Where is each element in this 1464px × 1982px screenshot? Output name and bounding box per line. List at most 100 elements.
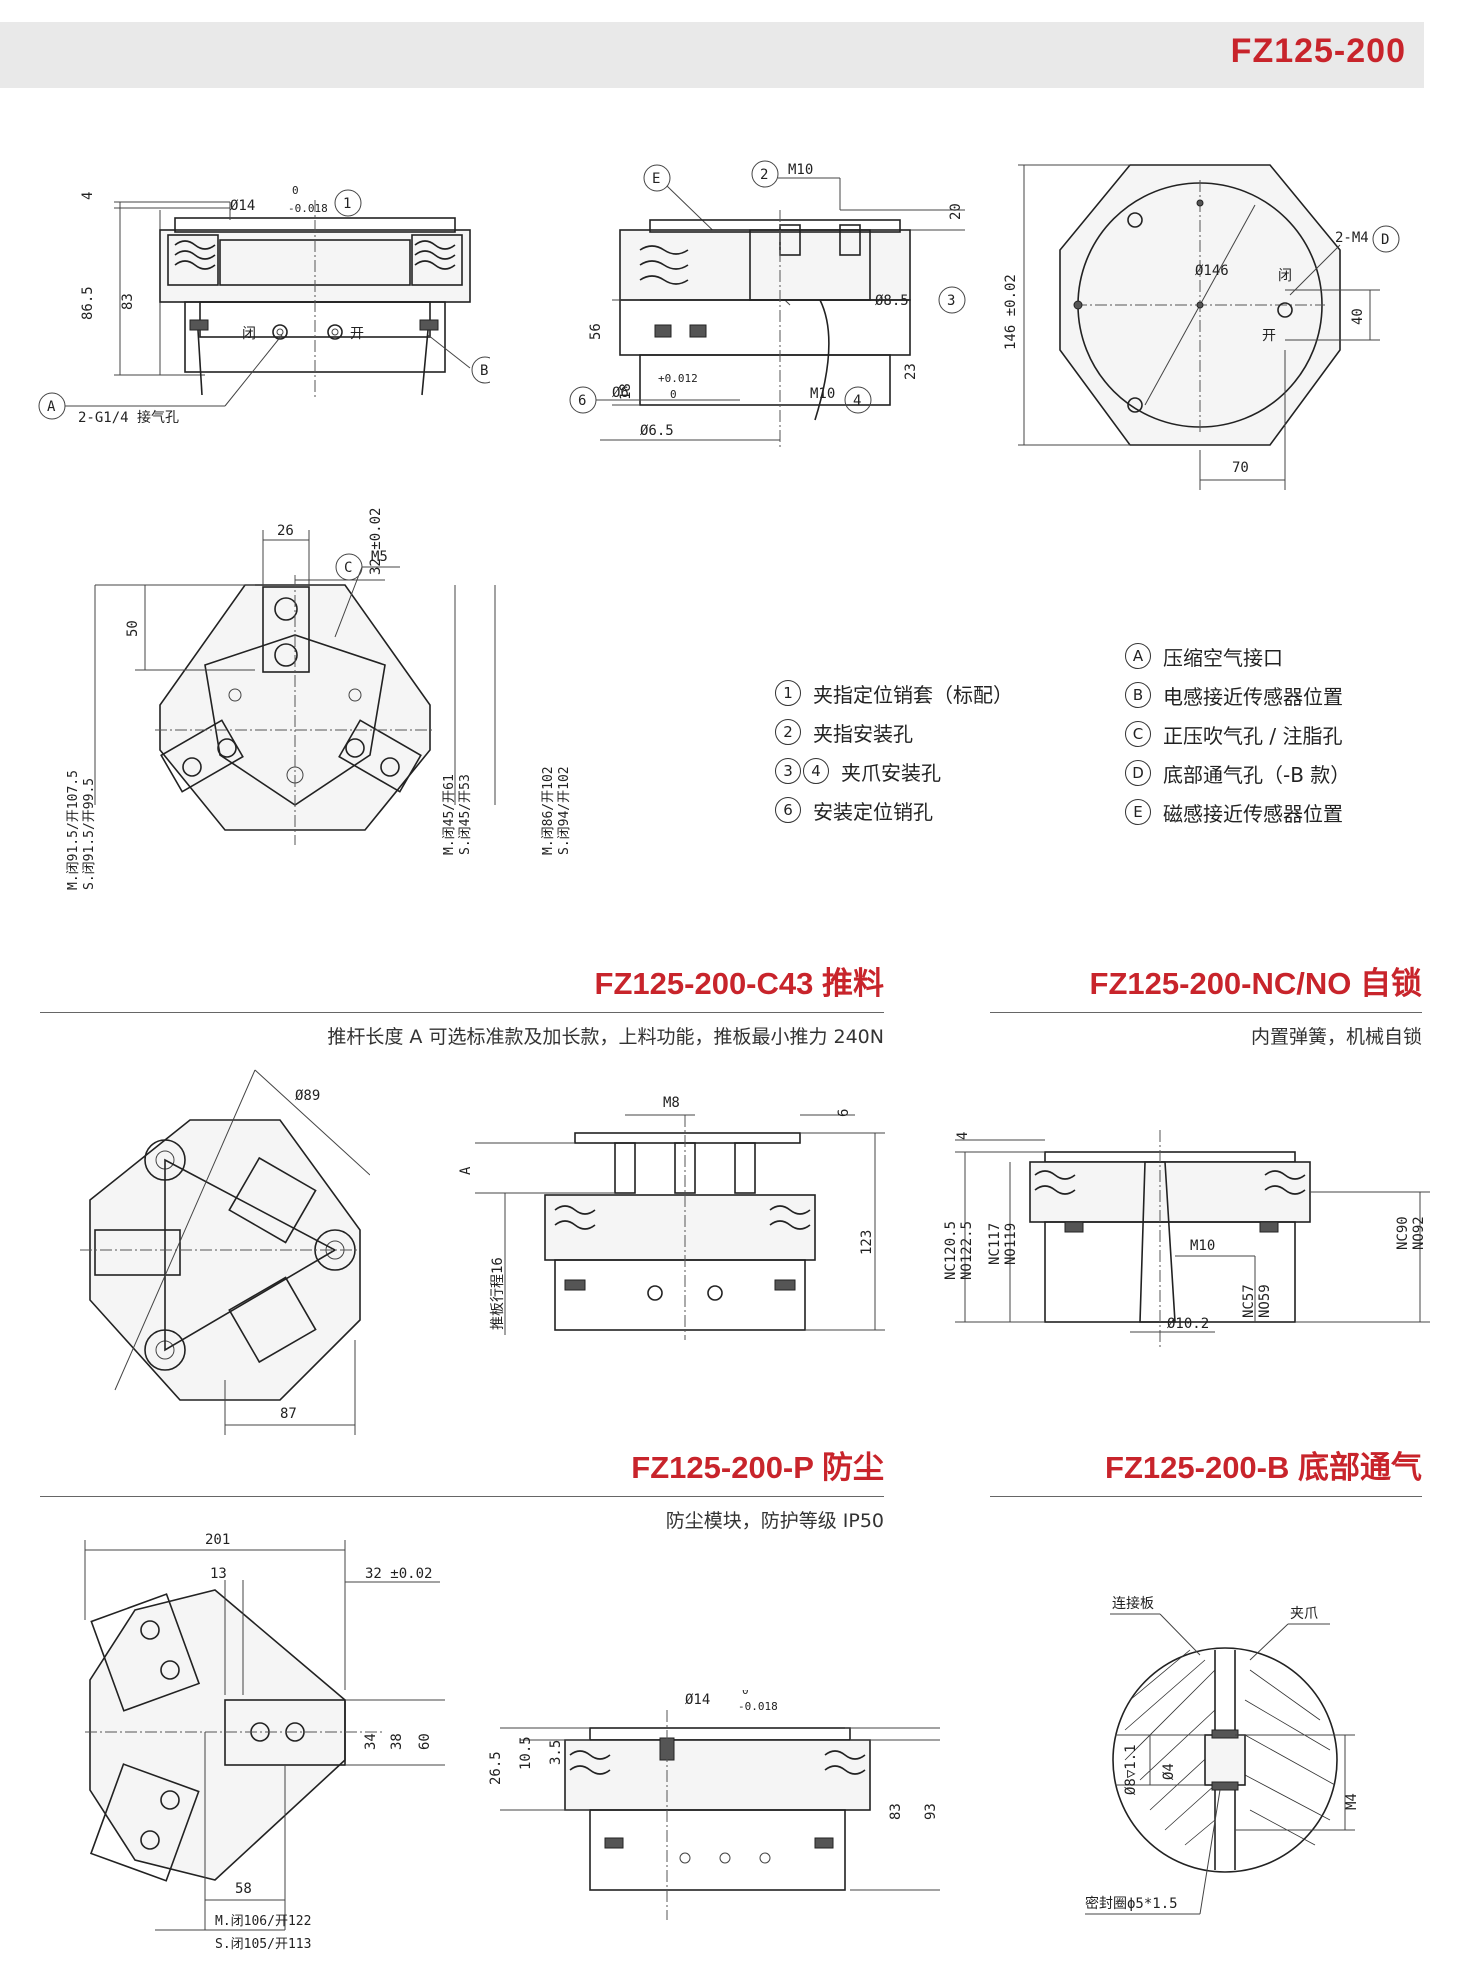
ncno-nc90: NC90 bbox=[1395, 1216, 1411, 1250]
dim-56: 56 bbox=[588, 323, 604, 340]
c43-dim-A: A bbox=[458, 1166, 474, 1175]
dim-18: 18 bbox=[618, 383, 634, 400]
dia-6-5: Ø6.5 bbox=[640, 423, 674, 439]
mark-A: A bbox=[47, 399, 56, 415]
section-title-b: FZ125-200-B 底部通气 bbox=[1105, 1450, 1422, 1485]
pf-dim-83: 83 bbox=[888, 1803, 904, 1820]
m5-label: M5 bbox=[371, 549, 388, 565]
p-dim-58: 58 bbox=[235, 1881, 252, 1897]
pf-dim-265: 26.5 bbox=[488, 1751, 504, 1785]
dim-top-4: 4 bbox=[80, 192, 96, 200]
legend-mark-4: 4 bbox=[803, 758, 829, 784]
front-open-label: 开 bbox=[350, 326, 364, 342]
legend-item-1: 1 夹指定位销套（标配） bbox=[775, 675, 1013, 711]
side-section-drawing: E 2 M10 20 56 18 23 Ø8.5 3 6 Ø6 +0.012 0… bbox=[569, 160, 966, 450]
stroke-2b: S.闭45/开53 bbox=[458, 774, 473, 855]
dim-70: 70 bbox=[1232, 460, 1249, 476]
legend-mark-A: A bbox=[1125, 643, 1151, 669]
port-label: 2-G1/4 接气孔 bbox=[78, 409, 179, 426]
c43-top-drawing: Ø89 87 bbox=[80, 1069, 370, 1435]
model-title: FZ125-200 bbox=[1230, 32, 1406, 70]
p-dim-201: 201 bbox=[205, 1532, 230, 1548]
section-desc-p: 防尘模块，防护等级 IP50 bbox=[665, 1510, 884, 1532]
legend-right: A 压缩空气接口 B 电感接近传感器位置 C 正压吹气孔 / 注脂孔 D 底部通… bbox=[1125, 638, 1350, 830]
p-top-drawing: 201 13 32 ±0.02 34 38 60 58 M.闭106/开122 … bbox=[84, 1532, 445, 1952]
legend-mark-6: 6 bbox=[775, 797, 801, 823]
bottom-close: 闭 bbox=[1278, 268, 1292, 284]
ncno-no59: NO59 bbox=[1257, 1284, 1273, 1318]
legend-text-B: 电感接近传感器位置 bbox=[1163, 684, 1343, 709]
dia-6-lo: 0 bbox=[670, 388, 677, 401]
section-desc-c43: 推杆长度 A 可选标准款及加长款，上料功能，推板最小推力 240N bbox=[327, 1026, 884, 1048]
stroke-2a: M.闭45/开61 bbox=[442, 774, 457, 855]
right-jaw-springs bbox=[411, 234, 463, 286]
p-dim-34: 34 bbox=[363, 1733, 379, 1750]
pf-dim-35: 3.5 bbox=[548, 1740, 564, 1765]
legend-left: 1 夹指定位销套（标配） 2 夹指安装孔 3 4 夹爪安装孔 6 安装定位销孔 bbox=[775, 675, 1013, 828]
mark-6: 6 bbox=[578, 393, 586, 409]
legend-text-D: 底部通气孔（-B 款） bbox=[1163, 762, 1351, 787]
section-title-ncno: FZ125-200-NC/NO 自锁 bbox=[1089, 966, 1422, 1001]
mark-B: B bbox=[480, 363, 488, 379]
pin-tol-lo: -0.018 bbox=[288, 202, 328, 215]
legend-mark-C: C bbox=[1125, 721, 1151, 747]
c43-dia-89: Ø89 bbox=[295, 1088, 320, 1104]
ncno-nc117: NC117 bbox=[987, 1223, 1003, 1265]
legend-mark-2: 2 bbox=[775, 719, 801, 745]
b-detail-drawing: Ø8▽1.1 Ø4 M4 连接板 夹爪 密封圈ϕ5*1.5 bbox=[1085, 1595, 1360, 1915]
pf-dia-14-up: 0 bbox=[742, 1690, 749, 1697]
ncno-drawing: 4 NC120.5 NO122.5 NC117 NO119 M10 NC57 N… bbox=[943, 1130, 1430, 1350]
b-dia-8: Ø8▽1.1 bbox=[1123, 1744, 1139, 1795]
top-view-drawing: 26 32 ±0.02 C M5 50 M.闭91.5/开107.5 S.闭91… bbox=[66, 508, 572, 890]
pf-dim-105: 10.5 bbox=[518, 1736, 534, 1770]
legend-text-A: 压缩空气接口 bbox=[1163, 645, 1283, 670]
dim-26: 26 bbox=[277, 523, 294, 539]
dim-83: 83 bbox=[120, 293, 136, 310]
pf-dia-14-lo: -0.018 bbox=[738, 1700, 778, 1713]
b-m4: M4 bbox=[1344, 1793, 1360, 1810]
legend-item-2: 2 夹指安装孔 bbox=[775, 714, 1013, 750]
section-rule-ncno bbox=[990, 1012, 1422, 1013]
legend-text-1: 夹指定位销套（标配） bbox=[813, 682, 1013, 707]
p-stroke-1: M.闭106/开122 bbox=[215, 1914, 311, 1929]
p-dim-60: 60 bbox=[417, 1733, 433, 1750]
dim-86-5: 86.5 bbox=[80, 286, 96, 320]
stroke-1a: M.闭91.5/开107.5 bbox=[66, 770, 81, 890]
legend-text-3-4: 夹爪安装孔 bbox=[841, 760, 941, 785]
legend-item-3-4: 3 4 夹爪安装孔 bbox=[775, 753, 1013, 789]
section-desc-ncno: 内置弹簧，机械自锁 bbox=[1250, 1026, 1422, 1048]
section-rule-b bbox=[990, 1496, 1422, 1497]
ncno-d102: Ø10.2 bbox=[1167, 1316, 1209, 1332]
m4-label: 2-M4 bbox=[1335, 230, 1369, 246]
stroke-3a: M.闭86/开102 bbox=[541, 766, 556, 855]
pf-dia-14: Ø14 bbox=[685, 1692, 710, 1708]
c43-dim-6: 6 bbox=[836, 1109, 852, 1117]
bottom-view-drawing: Ø146 闭 开 146 ±0.02 2-M4 D 40 70 bbox=[1003, 164, 1400, 490]
ncno-no1225: NO122.5 bbox=[959, 1221, 975, 1280]
ncno-no119: NO119 bbox=[1003, 1223, 1019, 1265]
front-view-drawing: 4 86.5 83 闭 开 Ø14 0 -0.018 1 A 2-G1/4 接气… bbox=[38, 184, 490, 426]
mark-C: C bbox=[344, 560, 352, 576]
b-dia-4: Ø4 bbox=[1161, 1763, 1177, 1780]
ncno-nc1205: NC120.5 bbox=[943, 1221, 959, 1280]
ncno-dim-4: 4 bbox=[955, 1132, 971, 1140]
section-rule-p bbox=[40, 1496, 884, 1497]
pf-dim-93: 93 bbox=[923, 1803, 939, 1820]
dim-50: 50 bbox=[125, 620, 141, 637]
mark-2: 2 bbox=[760, 167, 768, 183]
left-jaw-springs bbox=[167, 234, 219, 286]
legend-mark-E: E bbox=[1125, 799, 1151, 825]
p-dim-32: 32 ±0.02 bbox=[365, 1566, 432, 1582]
b-plate: 连接板 bbox=[1112, 1595, 1154, 1612]
stroke-1b: S.闭91.5/开99.5 bbox=[82, 778, 97, 890]
c43-stroke: 推板行程16 bbox=[490, 1257, 506, 1330]
dim-20: 20 bbox=[948, 203, 964, 220]
dim-40: 40 bbox=[1350, 308, 1366, 325]
legend-text-C: 正压吹气孔 / 注脂孔 bbox=[1163, 723, 1343, 748]
mark-E: E bbox=[652, 171, 660, 187]
legend-item-E: E 磁感接近传感器位置 bbox=[1125, 794, 1350, 830]
legend-item-6: 6 安装定位销孔 bbox=[775, 792, 1013, 828]
legend-text-E: 磁感接近传感器位置 bbox=[1163, 801, 1343, 826]
m10-bottom: M10 bbox=[810, 386, 835, 402]
legend-mark-D: D bbox=[1125, 760, 1151, 786]
